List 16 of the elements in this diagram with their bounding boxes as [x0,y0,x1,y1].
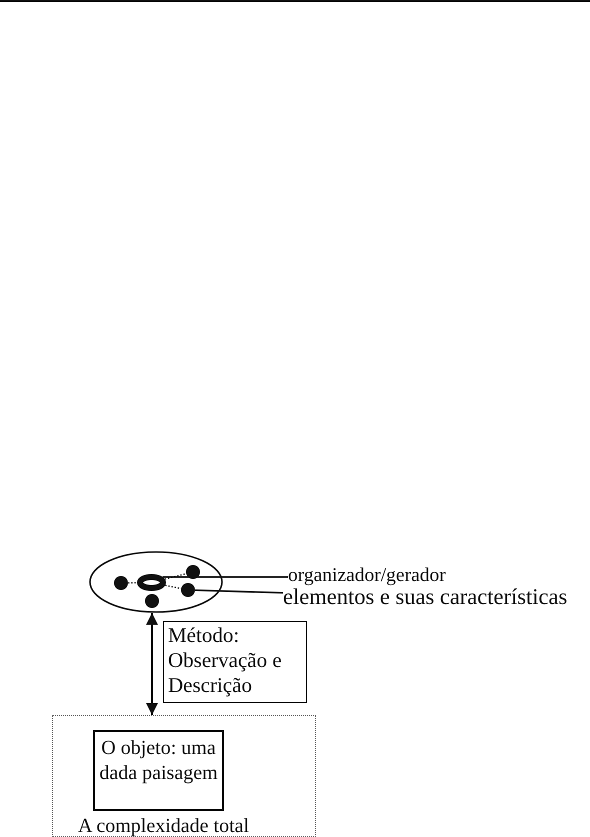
double-arrow [146,612,158,715]
leader-line [162,576,288,578]
dotted-line [165,584,182,590]
dot-icon [145,594,159,608]
dot-icon [186,565,200,579]
dotted-line [128,582,138,584]
method-box: Método: Observação e Descrição [163,621,307,703]
oval-outline [89,551,223,613]
dotted-line [164,573,186,580]
object-box: O objeto: uma dada paisagem [93,730,224,811]
frame-label: A complexidade total [78,817,250,835]
dot-icon [181,583,195,597]
leader-line [194,589,284,594]
dot-icon [114,576,128,590]
dotted-frame [52,715,316,837]
ring-icon [137,574,166,591]
